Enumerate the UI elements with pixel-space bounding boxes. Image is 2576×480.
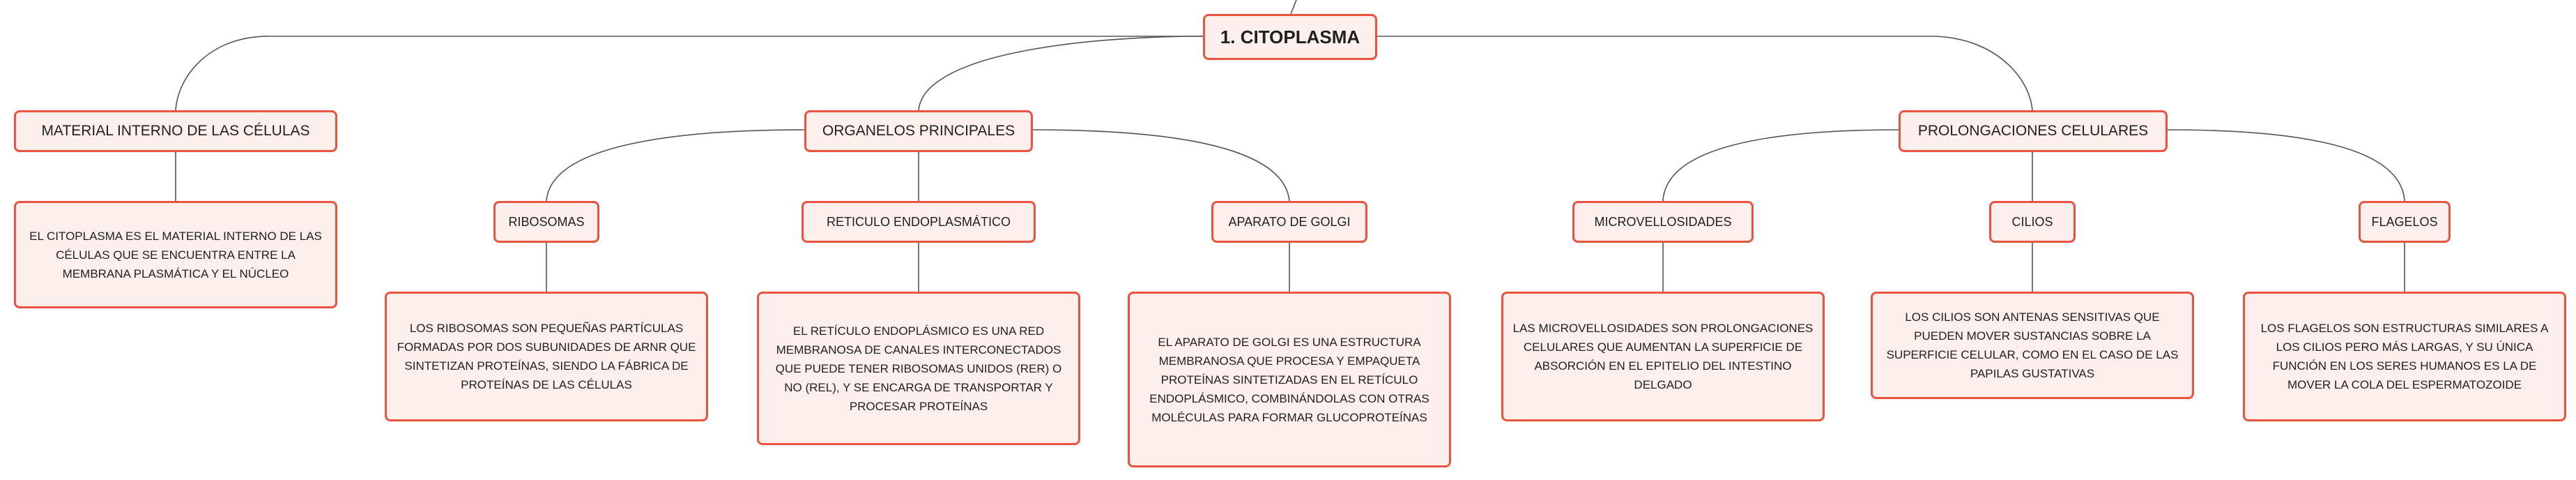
connector-line xyxy=(546,129,805,202)
description-text: EL RETÍCULO ENDOPLÁSMICO ES UNA RED MEMB… xyxy=(775,324,1062,413)
branch-prolongaciones-celulares[interactable]: PROLONGACIONES CELULARES xyxy=(1899,110,2168,152)
prolongacion-cilios[interactable]: CILIOS xyxy=(1989,201,2076,243)
organelo-reticulo-endoplasmatico[interactable]: RETICULO ENDOPLASMÁTICO xyxy=(802,201,1036,243)
description-text: LAS MICROVELLOSIDADES SON PROLONGACIONES… xyxy=(1512,322,1814,391)
prolongacion-flagelos[interactable]: FLAGELOS xyxy=(2359,201,2451,243)
description-text: LOS RIBOSOMAS SON PEQUEÑAS PARTÍCULAS FO… xyxy=(397,322,696,391)
branch-label: MATERIAL INTERNO DE LAS CÉLULAS xyxy=(41,123,310,139)
organelo-ribosomas[interactable]: RIBOSOMAS xyxy=(493,201,599,243)
description-text: EL CITOPLASMA ES EL MATERIAL INTERNO DE … xyxy=(29,229,322,280)
organelo-label: APARATO DE GOLGI xyxy=(1228,214,1351,229)
golgi-description[interactable]: EL APARATO DE GOLGI ES UNA ESTRUCTURA ME… xyxy=(1128,292,1451,467)
connector-line xyxy=(1031,129,1290,202)
prolongacion-microvellosidades[interactable]: MICROVELLOSIDADES xyxy=(1572,201,1754,243)
connector-line xyxy=(1662,129,1899,202)
description-text: LOS FLAGELOS SON ESTRUCTURAS SIMILARES A… xyxy=(2260,322,2549,391)
root-label: 1. CITOPLASMA xyxy=(1220,26,1360,47)
connector-line xyxy=(175,36,1206,111)
root-node[interactable]: 1. CITOPLASMA xyxy=(1203,14,1377,60)
microvellosidades-description[interactable]: LAS MICROVELLOSIDADES SON PROLONGACIONES… xyxy=(1501,292,1825,421)
prolongacion-label: CILIOS xyxy=(2011,214,2053,229)
branch-label: ORGANELOS PRINCIPALES xyxy=(822,123,1015,139)
branch-material-interno[interactable]: MATERIAL INTERNO DE LAS CÉLULAS xyxy=(14,110,337,152)
branch-organelos-principales[interactable]: ORGANELOS PRINCIPALES xyxy=(804,110,1033,152)
material-description[interactable]: EL CITOPLASMA ES EL MATERIAL INTERNO DE … xyxy=(14,201,337,308)
connector-line xyxy=(918,36,1206,111)
ribosomas-description[interactable]: LOS RIBOSOMAS SON PEQUEÑAS PARTÍCULAS FO… xyxy=(385,292,708,421)
flagelos-description[interactable]: LOS FLAGELOS SON ESTRUCTURAS SIMILARES A… xyxy=(2243,292,2566,421)
reticulo-description[interactable]: EL RETÍCULO ENDOPLÁSMICO ES UNA RED MEMB… xyxy=(757,292,1080,445)
cilios-description[interactable]: LOS CILIOS SON ANTENAS SENSITIVAS QUE PU… xyxy=(1871,292,2194,399)
description-text: EL APARATO DE GOLGI ES UNA ESTRUCTURA ME… xyxy=(1149,335,1429,424)
prolongacion-label: FLAGELOS xyxy=(2371,214,2438,229)
connector-line xyxy=(1290,0,1297,15)
branch-label: PROLONGACIONES CELULARES xyxy=(1917,123,2149,139)
organelo-aparato-de-golgi[interactable]: APARATO DE GOLGI xyxy=(1211,201,1367,243)
description-text: LOS CILIOS SON ANTENAS SENSITIVAS QUE PU… xyxy=(1886,310,2179,380)
prolongacion-label: MICROVELLOSIDADES xyxy=(1594,214,1732,229)
organelo-label: RETICULO ENDOPLASMÁTICO xyxy=(826,214,1011,229)
connector-line xyxy=(2165,129,2405,202)
connector-line xyxy=(1374,36,2033,111)
organelo-label: RIBOSOMAS xyxy=(508,214,585,229)
